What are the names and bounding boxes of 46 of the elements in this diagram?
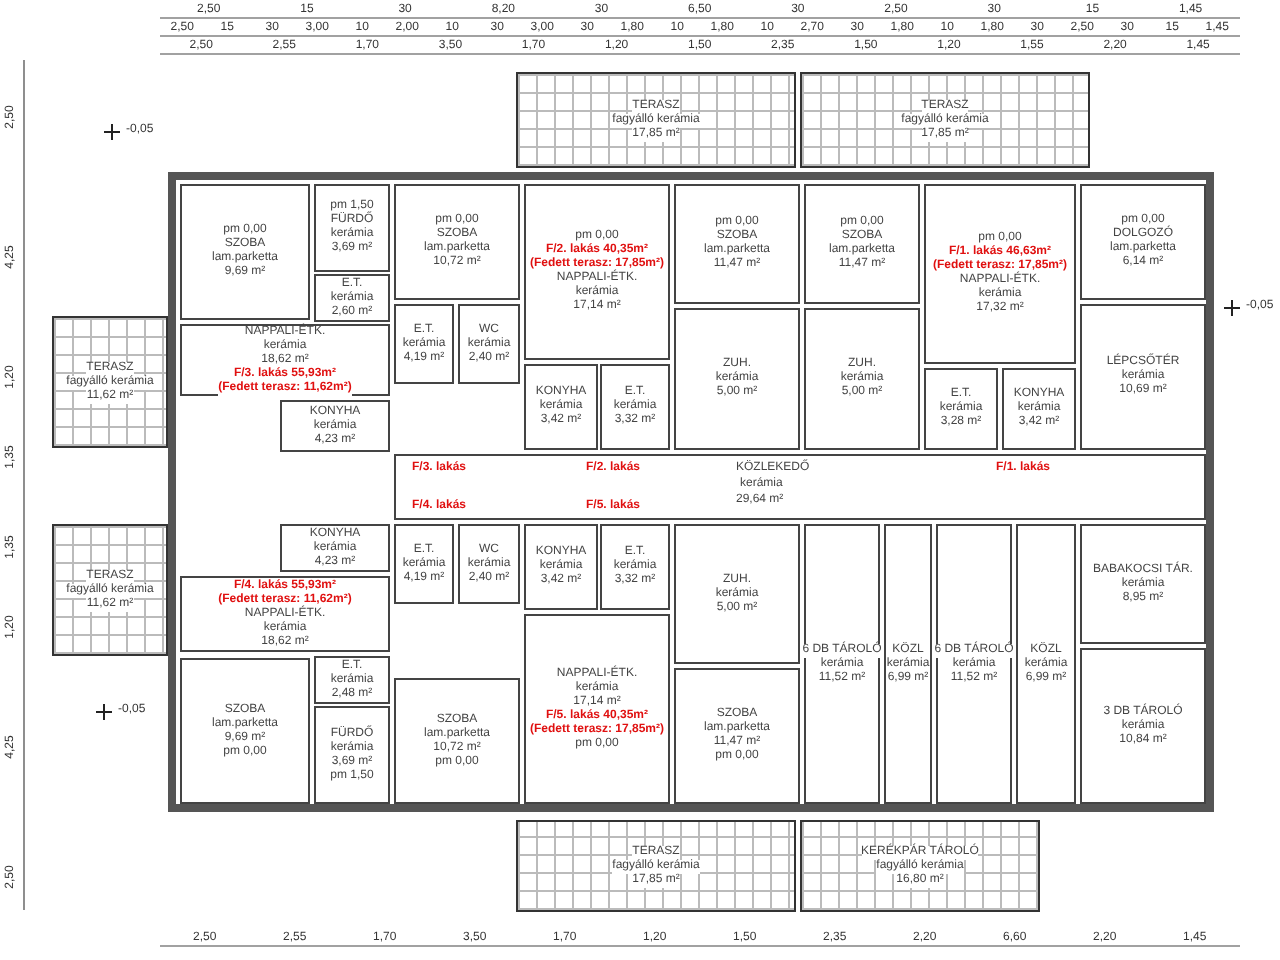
room-outline (1002, 368, 1076, 450)
room-outline (524, 524, 598, 610)
room-outline (524, 184, 670, 360)
room-outline (280, 400, 390, 452)
room-outline (1080, 524, 1206, 644)
room-outline (1016, 524, 1076, 804)
room-outline (394, 184, 520, 300)
room-outline (600, 364, 670, 450)
terrace-area (800, 820, 1040, 912)
room-outline (804, 184, 920, 304)
room-outline (458, 524, 520, 604)
room-outline (180, 658, 310, 804)
room-outline (674, 668, 800, 804)
terrace-area (52, 316, 168, 448)
room-outline (1080, 184, 1206, 300)
terrace-area (52, 524, 168, 656)
room-outline (394, 524, 454, 604)
room-outline (314, 274, 390, 322)
room-outline (314, 184, 390, 272)
room-outline (180, 576, 390, 652)
corridor-outline (394, 454, 1206, 520)
room-outline (804, 308, 920, 450)
room-outline (884, 524, 932, 804)
room-outline (524, 614, 670, 804)
room-outline (924, 184, 1076, 364)
room-outline (180, 184, 310, 320)
terrace-area (516, 820, 796, 912)
room-outline (180, 324, 390, 396)
room-outline (394, 678, 520, 804)
room-outline (524, 364, 598, 450)
room-outline (674, 524, 800, 664)
room-outline (674, 308, 800, 450)
room-outline (458, 304, 520, 384)
room-outline (600, 524, 670, 610)
room-outline (936, 524, 1012, 804)
room-outline (674, 184, 800, 304)
room-outline (314, 706, 390, 804)
room-outline (924, 368, 998, 450)
terrace-area (516, 72, 796, 168)
room-outline (394, 304, 454, 384)
room-outline (1080, 304, 1206, 450)
room-outline (1080, 648, 1206, 804)
room-outline (804, 524, 880, 804)
room-outline (314, 656, 390, 704)
room-outline (280, 524, 390, 572)
terrace-area (800, 72, 1090, 168)
